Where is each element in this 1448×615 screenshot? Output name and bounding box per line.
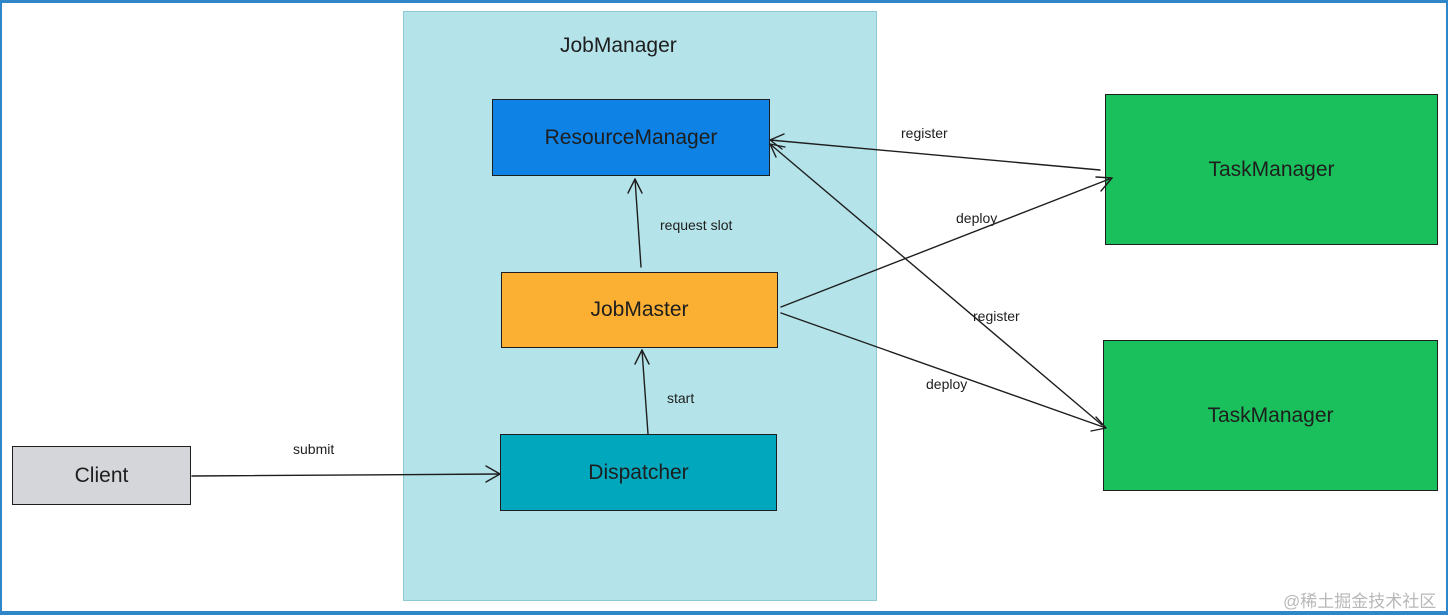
client-label: Client (74, 463, 129, 487)
edge-label-submit: submit (293, 441, 335, 457)
dispatcher-label: Dispatcher (588, 460, 689, 484)
client-node[interactable]: Client (12, 446, 191, 505)
task-manager-node-2[interactable]: TaskManager (1103, 340, 1438, 491)
edge-label-register-1: register (901, 125, 948, 141)
window-frame-left (0, 0, 2, 615)
task-manager-1-label: TaskManager (1208, 157, 1335, 181)
edge-label-start: start (667, 390, 695, 406)
window-frame-bottom (0, 611, 1448, 615)
dispatcher-node[interactable]: Dispatcher (500, 434, 777, 511)
window-frame-top (0, 0, 1448, 3)
watermark-text: @稀土掘金技术社区 (1283, 592, 1437, 611)
task-manager-2-label: TaskManager (1207, 403, 1334, 427)
edge-label-request-slot: request slot (660, 217, 733, 233)
jobmanager-title: JobManager (560, 34, 677, 57)
edge-label-deploy-1: deploy (956, 210, 998, 226)
edge-label-register-2: register (973, 308, 1020, 324)
resource-manager-label: ResourceManager (544, 125, 718, 149)
resource-manager-node[interactable]: ResourceManager (492, 99, 770, 176)
task-manager-node-1[interactable]: TaskManager (1105, 94, 1438, 245)
window-frame-right (1446, 0, 1448, 615)
job-master-node[interactable]: JobMaster (501, 272, 778, 348)
job-master-label: JobMaster (590, 298, 689, 321)
edge-label-deploy-2: deploy (926, 376, 968, 392)
